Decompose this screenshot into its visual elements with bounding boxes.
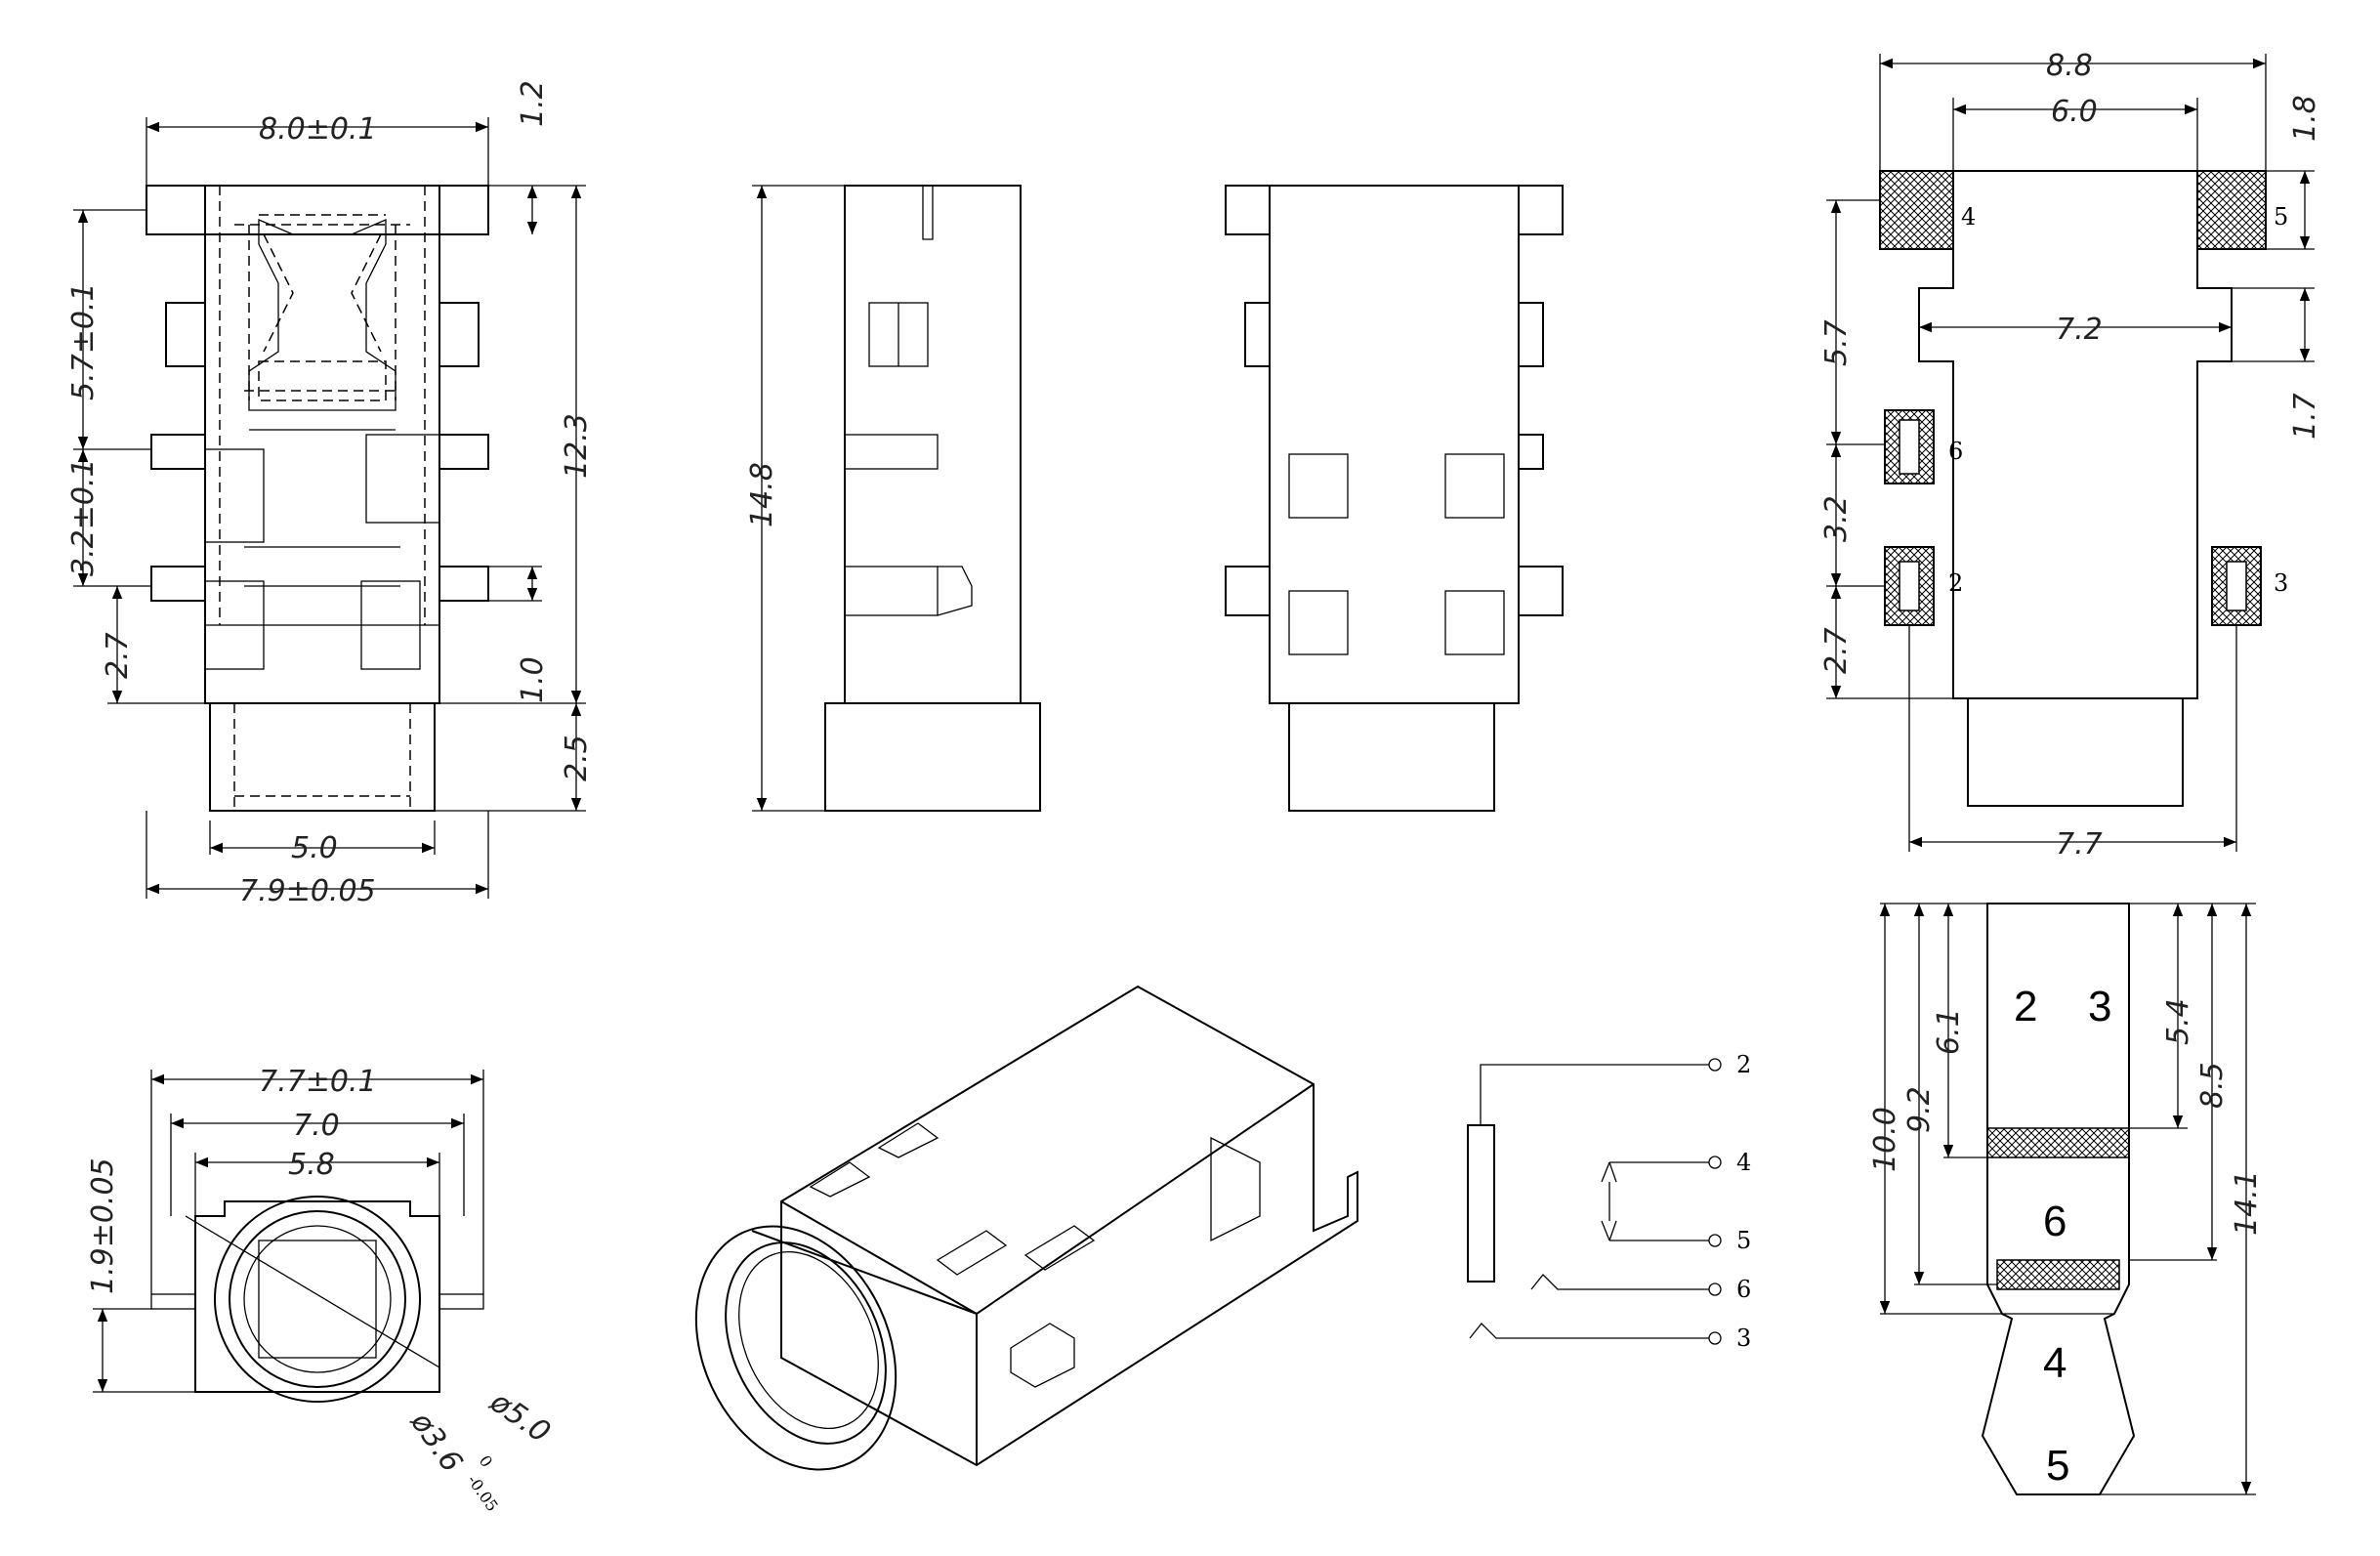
schematic-pin-4: 4 [1736, 1149, 1751, 1176]
end-mid-width: 7.0 [293, 1109, 340, 1143]
footprint-pad-span: 6.0 [2051, 95, 2098, 129]
schematic-pin-2: 2 [1736, 1051, 1751, 1078]
side-total-length: 14.8 [745, 462, 779, 527]
plug-label-4: 4 [2043, 1339, 2067, 1387]
plug-label-5: 5 [2046, 1442, 2069, 1490]
front-body-height: 12.3 [560, 413, 594, 479]
front-pitch-lower: 3.2±0.1 [66, 458, 101, 576]
footprint-pin-2: 2 [1948, 569, 1963, 597]
plug-dim-d: 5.4 [2161, 998, 2195, 1045]
end-view: 7.7±0.1 7.0 5.8 1.9±0.05 ø5.0 ø3.6 0 -0.… [86, 1065, 557, 1515]
front-pin-width: 1.0 [516, 656, 550, 703]
schematic-pin-3: 3 [1736, 1325, 1751, 1352]
side-view-right [1225, 185, 1564, 812]
end-dia-inner-tol-lo: -0.05 [464, 1471, 502, 1515]
plug-dim-a: 10.0 [1868, 1107, 1902, 1172]
end-inner-width: 5.8 [288, 1148, 335, 1182]
schematic-pin-6: 6 [1736, 1276, 1751, 1303]
plug-view: 2 3 6 4 5 10.0 9.2 6.1 5.4 8.5 14.1 [1868, 903, 2264, 1495]
footprint-pitch-a: 5.7 [1819, 319, 1854, 366]
footprint-pin-5: 5 [2274, 203, 2288, 231]
footprint-bottom-span: 7.7 [2056, 827, 2103, 862]
footprint-slot-height: 1.7 [2288, 393, 2322, 440]
footprint-pin-6: 6 [1948, 438, 1963, 465]
front-tab-height: 1.2 [516, 80, 550, 127]
footprint-total-width: 8.8 [2046, 49, 2093, 83]
footprint-pin-4: 4 [1961, 203, 1976, 231]
plug-label-3: 3 [2088, 983, 2111, 1030]
end-dia-inner: ø3.6 [403, 1406, 469, 1479]
schematic-view: 2 4 5 6 3 [1467, 1051, 1751, 1352]
front-width-top: 8.0±0.1 [259, 112, 377, 147]
footprint-slot-width: 7.2 [2056, 313, 2103, 347]
front-bottom-offset: 2.7 [101, 632, 135, 679]
plug-dim-c: 6.1 [1932, 1008, 1966, 1055]
footprint-pad-height: 1.8 [2288, 95, 2322, 142]
plug-dim-b: 9.2 [1902, 1086, 1937, 1133]
footprint-pitch-b: 3.2 [1819, 495, 1854, 542]
end-height: 1.9±0.05 [86, 1157, 120, 1294]
plug-label-2: 2 [2014, 983, 2037, 1030]
front-view: 8.0±0.1 7.9±0.05 5.0 1.2 12.3 2.5 1.0 5.… [66, 80, 594, 908]
footprint-pin-3: 3 [2274, 569, 2288, 597]
end-outer-width: 7.7±0.1 [259, 1065, 377, 1099]
footprint-view: 4 5 6 2 3 8.8 6.0 7.2 1.8 1.7 5.7 3.2 2.… [1819, 49, 2322, 862]
isometric-view [694, 985, 1358, 1471]
schematic-pin-5: 5 [1736, 1227, 1751, 1254]
front-barrel-length: 2.5 [560, 735, 594, 781]
footprint-pitch-c: 2.7 [1819, 627, 1854, 674]
end-dia-inner-tol: 0 [476, 1451, 496, 1470]
side-view-left: 14.8 [745, 185, 1041, 812]
end-dia-outer: ø5.0 [483, 1384, 557, 1450]
front-width-bottom: 7.9±0.05 [239, 874, 376, 908]
plug-label-6: 6 [2043, 1198, 2067, 1245]
front-barrel-width: 5.0 [291, 831, 338, 865]
front-pitch-upper: 5.7±0.1 [66, 282, 101, 400]
plug-dim-e: 8.5 [2195, 1062, 2230, 1109]
plug-dim-total: 14.1 [2230, 1170, 2264, 1236]
